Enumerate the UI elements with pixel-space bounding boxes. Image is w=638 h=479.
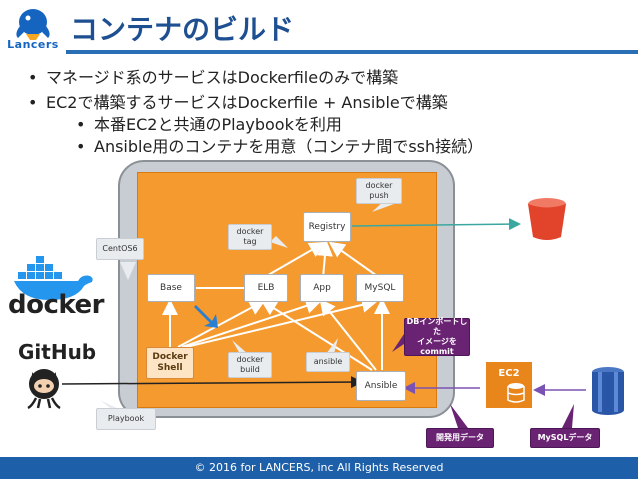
centos6-callout: CentOS6 <box>96 238 144 260</box>
rds-database-icon <box>592 367 624 415</box>
bullet-text: マネージド系のサービスはDockerfileのみで構築 <box>46 68 399 87</box>
copyright-text: © 2016 for LANCERS, inc All Rights Reser… <box>194 461 444 474</box>
bullet-text: 本番EC2と共通のPlaybookを利用 <box>94 115 342 134</box>
mysql-data-callout: MySQLデータ <box>530 428 600 448</box>
bullet-mark: • <box>76 137 86 156</box>
ec2-disk-icon <box>507 383 525 403</box>
db-import-callout: DBインポートした イメージを commit <box>404 317 470 356</box>
bullet-text: EC2で構築するサービスはDockerfile + Ansibleで構築 <box>46 93 448 112</box>
ansible-callout: ansible <box>306 352 350 372</box>
dev-data-callout: 開発用データ <box>426 428 494 448</box>
registry-box: Registry <box>303 212 351 242</box>
docker-shell-box: Docker Shell <box>146 347 194 379</box>
base-container-box: Base <box>147 274 195 302</box>
slide-header: Lancers コンテナのビルド <box>0 0 638 58</box>
docker-build-callout: docker build <box>228 352 272 378</box>
slide-title: コンテナのビルド <box>70 13 295 46</box>
ansible-container-box: Ansible <box>356 371 406 401</box>
app-container-box: App <box>300 274 344 302</box>
slide-footer: © 2016 for LANCERS, inc All Rights Reser… <box>0 457 638 479</box>
docker-wordmark: docker <box>8 290 104 320</box>
bullet-text: Ansible用のコンテナを用意（コンテナ間でssh接続） <box>94 137 484 156</box>
ec2-label: EC2 <box>498 368 520 379</box>
mysql-container-box: MySQL <box>356 274 404 302</box>
bullet-item-2: • EC2で構築するサービスはDockerfile + Ansibleで構築 <box>28 89 448 113</box>
bullet-mark: • <box>28 68 38 87</box>
title-divider <box>66 50 638 54</box>
elb-container-box: ELB <box>244 274 288 302</box>
bullet-item-1: • マネージド系のサービスはDockerfileのみで構築 <box>28 64 398 88</box>
docker-whale-icon <box>14 256 93 300</box>
bullet-item-4: • Ansible用のコンテナを用意（コンテナ間でssh接続） <box>76 133 483 157</box>
s3-bucket-icon <box>528 198 566 240</box>
ec2-instance-icon: EC2 <box>486 362 532 408</box>
docker-push-callout: docker push <box>356 178 402 204</box>
github-octocat-icon <box>27 369 61 410</box>
github-wordmark: GitHub <box>18 340 97 364</box>
bullet-mark: • <box>76 115 86 134</box>
bullet-item-3: • 本番EC2と共通のPlaybookを利用 <box>76 111 342 135</box>
playbook-callout: Playbook <box>96 408 156 430</box>
lancers-logo-icon <box>16 9 50 40</box>
bullet-mark: • <box>28 93 38 112</box>
docker-tag-callout: docker tag <box>228 224 272 250</box>
lancers-logo-text: Lancers <box>7 38 59 51</box>
